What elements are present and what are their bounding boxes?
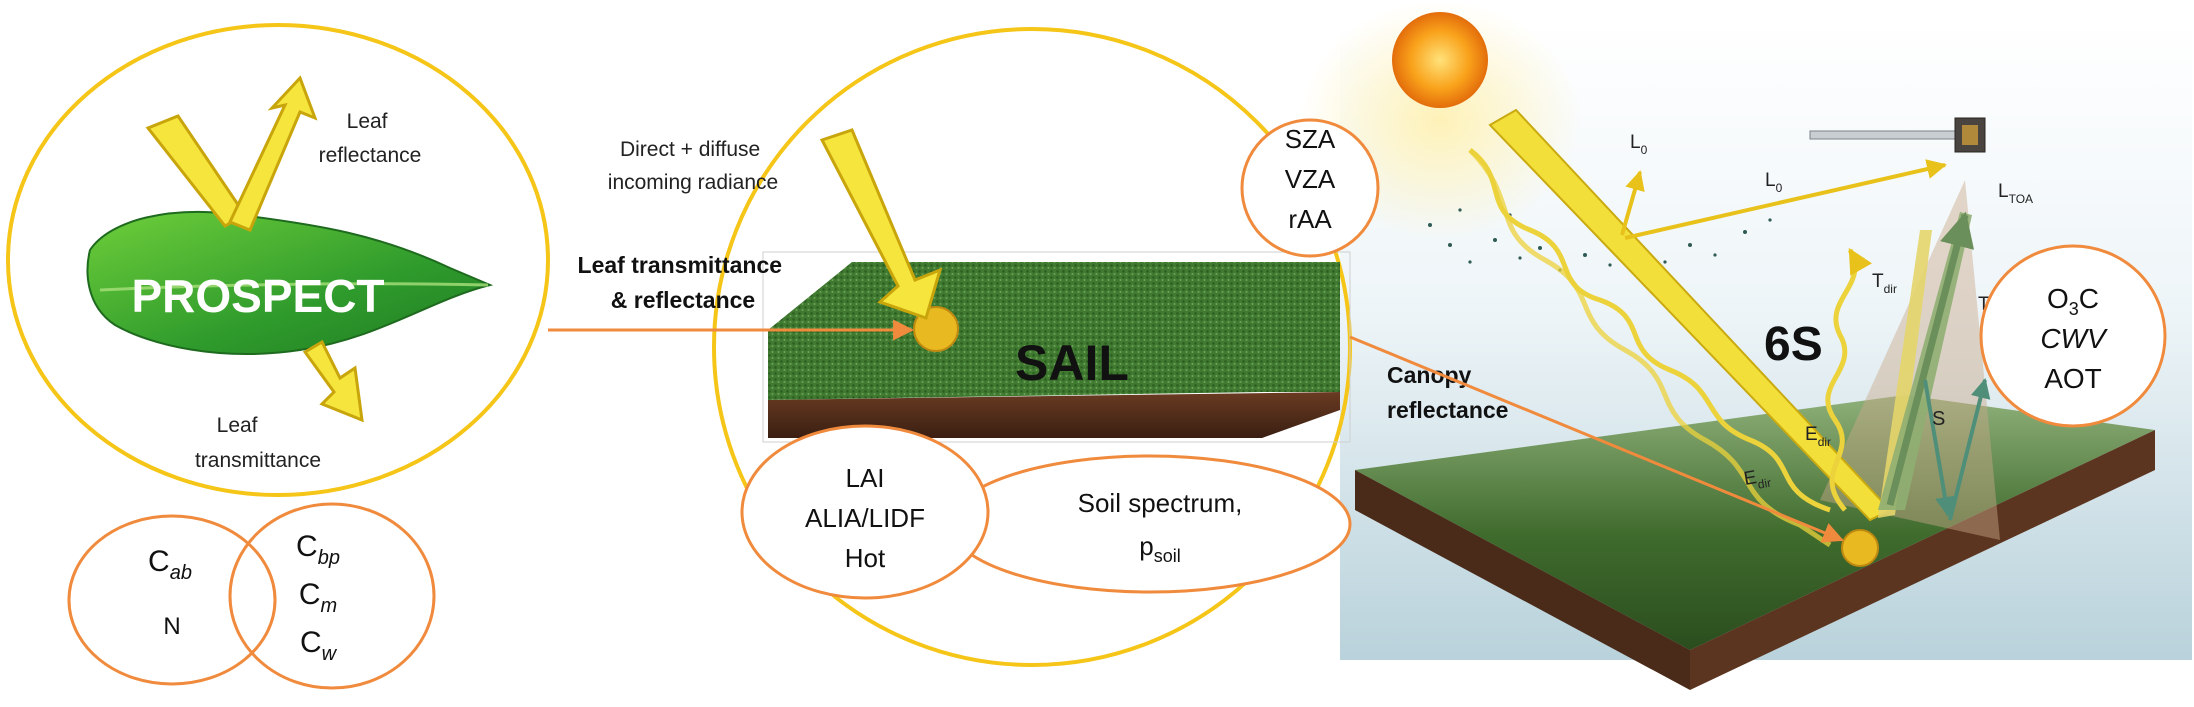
- canopy-reflectance-label: Canopy reflectance: [1387, 362, 1508, 423]
- prospect-panel: PROSPECT Leaf reflectance Leaf transmitt…: [6, 23, 550, 690]
- soil-spectrum-label: Soil spectrum,: [1078, 488, 1243, 518]
- prospect-title: PROSPECT: [131, 270, 384, 322]
- prospect-params-right-ellipse: [228, 502, 436, 690]
- psoil-label: psoil: [1139, 531, 1180, 566]
- tdir-label-a: Tdir: [1872, 271, 1897, 296]
- satellite-icon: [1809, 117, 1986, 153]
- incoming-radiance-label: Direct + diffuse incoming radiance: [608, 138, 778, 194]
- raa-label: rAA: [1288, 204, 1332, 234]
- atmos-params-ellipse: [1979, 244, 2167, 428]
- c-m-label: Cm: [299, 578, 337, 617]
- sza-label: SZA: [1285, 124, 1336, 154]
- surface-reflection-beam: [1878, 230, 1932, 518]
- l0-label-a: L0: [1630, 132, 1648, 157]
- ltoa-label: LTOA: [1998, 181, 2033, 206]
- c-ab-label: Cab: [148, 545, 192, 584]
- vza-label: VZA: [1285, 164, 1336, 194]
- leaf-reflectance-label: Leaf reflectance: [319, 110, 422, 167]
- c-w-label: Cw: [300, 626, 338, 665]
- connectors: Leaf transmittance & reflectance: [548, 252, 1844, 543]
- hot-label: Hot: [845, 543, 886, 573]
- canopy-params-ellipse: [740, 424, 990, 600]
- ground-soil-side: [1690, 430, 2155, 690]
- sun-icon: [1392, 12, 1488, 108]
- leaf-tr-label: Leaf transmittance & reflectance: [578, 252, 789, 313]
- cwv-label: CWV: [2040, 323, 2108, 354]
- sixs-scene: L0 L0 LTOA Tdir Tdir Edir Edir S 6S Cano…: [1300, 0, 2192, 690]
- diffuse-path-down: [1468, 148, 1831, 513]
- l0-arrow-sat: [1624, 159, 1947, 240]
- o3c-label: O3C: [2047, 283, 2099, 319]
- lai-label: LAI: [845, 463, 884, 493]
- l0-label-b: L0: [1765, 170, 1783, 195]
- ground-surface: [1355, 395, 2155, 650]
- sail-canopy-frame: [762, 251, 1351, 443]
- ground-soil-front: [1355, 470, 1690, 690]
- sixs-title: 6S: [1764, 318, 1823, 371]
- target-spot-6s: [1841, 529, 1879, 567]
- soil-ellipse: [948, 454, 1352, 594]
- edir-label-a: Edir: [1805, 424, 1831, 449]
- aot-label: AOT: [2044, 363, 2102, 394]
- leaf-midrib: [99, 282, 489, 292]
- s-arrow-down: [1923, 379, 1955, 517]
- sail-canopy-soil: [768, 392, 1340, 438]
- leaf-reflected-arrow: [227, 75, 318, 232]
- prospect-params-left-ellipse: [67, 514, 277, 686]
- diffuse-path-up: [1825, 247, 1872, 512]
- geometry-ellipse: [1240, 118, 1380, 258]
- alia-lidf-label: ALIA/LIDF: [805, 503, 925, 533]
- sail-to-6s-connector: [1349, 335, 1844, 543]
- diffuse-path-2: [1468, 148, 1832, 548]
- leaf-transmittance-label: Leaf transmittance: [195, 414, 321, 472]
- n-label: N: [163, 613, 180, 640]
- leaf-transmitted-arrow: [302, 339, 364, 423]
- c-bp-label: Cbp: [296, 530, 340, 569]
- sail-panel: Direct + diffuse incoming radiance SAIL …: [608, 27, 1380, 667]
- tdir-arrow: [1886, 211, 1975, 506]
- s-label: S: [1932, 408, 1945, 430]
- s-arrow-up: [1948, 378, 1991, 521]
- l0-arrow-up: [1620, 170, 1645, 236]
- incoming-radiance-arrow: [819, 128, 943, 320]
- edir-label-b: Edir: [1742, 465, 1772, 494]
- sail-title: SAIL: [1015, 335, 1129, 391]
